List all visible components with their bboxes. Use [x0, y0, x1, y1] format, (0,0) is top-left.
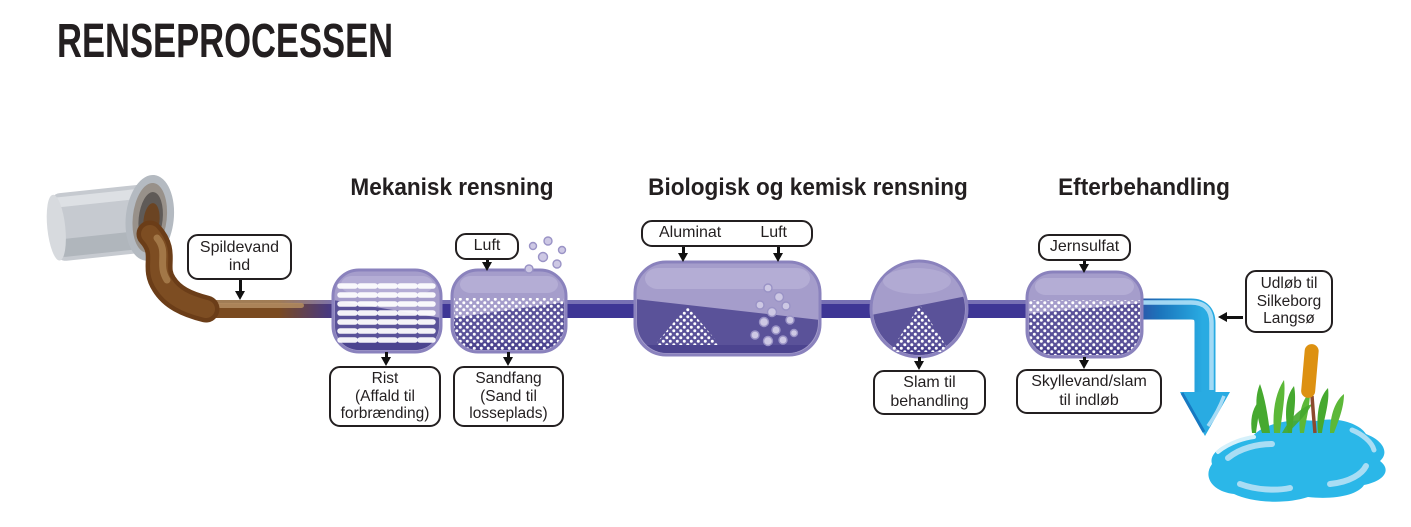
tank-biological [633, 260, 822, 357]
sand-dots [454, 298, 564, 350]
callout-sandfang: Sandfang (Sand til losseplads) [453, 366, 564, 427]
arrow-spildevand-icon [235, 280, 244, 300]
arrow-jernsulfat-icon [1079, 261, 1088, 273]
tank-rist [331, 268, 443, 354]
sludge-pile-icon [890, 305, 950, 352]
arrow-sandfang-icon [503, 352, 512, 366]
grate-icon [337, 283, 436, 343]
arrow-slam-icon [914, 357, 923, 370]
air-bubbles-bio [750, 283, 799, 347]
tank-sandfang [450, 268, 568, 354]
arrow-skyllevand-icon [1079, 357, 1088, 369]
callout-luft-sandfang: Luft [455, 233, 519, 260]
section-header-post: Efterbehandling [1058, 174, 1230, 201]
arrow-aluminat-icon [678, 247, 687, 262]
arrow-luft-bio-icon [773, 247, 782, 262]
lake-icon [1208, 419, 1386, 502]
cattail-icon [1301, 344, 1319, 434]
air-bubbles-sandfang [524, 236, 567, 274]
callout-jernsulfat: Jernsulfat [1038, 234, 1131, 261]
arrow-rist-icon [381, 352, 390, 366]
sewage-stream-icon [136, 220, 220, 323]
arrow-luft-sandfang-icon [482, 260, 491, 271]
sludge-pile-icon [655, 306, 720, 345]
callout-udlob: Udløb til Silkeborg Langsø [1245, 270, 1333, 333]
page-title: RENSEPROCESSEN [57, 15, 394, 68]
callout-aluminat-luft: Aluminat Luft [641, 220, 813, 247]
section-header-biological: Biologisk og kemisk rensning [648, 174, 968, 201]
callout-rist: Rist (Affald til forbrænding) [329, 366, 441, 427]
tank-clarifier [869, 259, 969, 359]
filter-dots [1029, 300, 1140, 355]
reeds-icon [1251, 380, 1344, 433]
arrow-udlob-icon [1218, 312, 1243, 321]
callout-spildevand-ind: Spildevand ind [187, 234, 292, 280]
callout-skyllevand: Skyllevand/slam til indløb [1016, 369, 1162, 414]
section-header-mechanical: Mekanisk rensning [350, 174, 554, 201]
callout-slam: Slam til behandling [873, 370, 986, 415]
sewage-highlight [212, 303, 304, 308]
tank-post-treatment [1025, 270, 1144, 359]
outflow-arrow-icon [1125, 298, 1230, 436]
